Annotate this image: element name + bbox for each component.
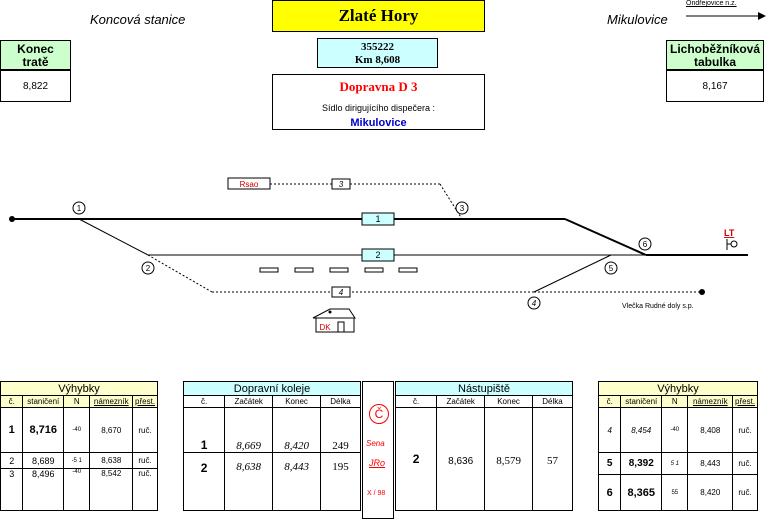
track-end-dot [9,216,15,222]
switches-right-table: Výhybky č. staničení N námezník přest. 4… [597,381,758,511]
table-row: 6 8,365 55 8,420 ruč. [597,474,758,511]
track-4-label: 4 [339,288,344,297]
track-3-label: 3 [339,180,344,189]
platform-icon [259,267,418,273]
platforms-table: Nástupiště č. Začátek Konec Délka 2 8,63… [394,381,574,511]
trapezoid-label-1: Lichoběžníková [669,42,761,56]
table-row: 2 8,638 8,443 195 [182,452,362,511]
switch-2-marker: 2 [141,261,155,275]
col-header: Konec [484,395,533,408]
track-2-label: 2 [375,250,380,260]
col-header: Konec [272,395,321,408]
col-header: přest. [132,395,158,408]
rsao-box [227,177,271,190]
track-4-entry [147,254,213,293]
station-title: Zlaté Hory [272,0,485,32]
end-track-label-1: Konec [17,42,54,56]
arrow-direction-label: Ondřejovice n.z. [686,0,737,7]
track-3-box [331,178,351,190]
table-row: 1 8,669 8,420 249 [182,407,362,453]
table-row: 3 8,496 -40 8,542 ruč. [0,468,158,511]
col-header: č. [182,395,226,408]
end-of-track-header: Konec tratě [0,40,71,70]
svg-text:6: 6 [643,240,648,249]
col-header: N [661,395,689,408]
svg-text:5: 5 [609,264,614,273]
svg-text:1: 1 [77,204,82,213]
station-building-icon [312,308,356,333]
table-row: 1 8,716 -40 8,670 ruč. [0,407,158,453]
station-info-box: Dopravna D 3 Sídlo dirigujícího dispečer… [272,74,485,130]
col-header: přest. [732,395,758,408]
track-4-diagonal [533,254,612,293]
col-header: Délka [531,395,574,408]
dk-label: DK [319,323,331,332]
table-row: 2 8,689 -5 1 8,638 ruč. [0,452,158,469]
km-code: 355222 [361,41,394,53]
km-value: Km 8,608 [354,54,401,66]
track-diagram: 1 2 3 4 Rsao DK 1 2 3 4 5 [9,177,748,333]
col-header: staničení [22,395,65,408]
table-row: 4 8,454 -40 8,408 ruč. [597,407,758,453]
col-header: č. [597,395,622,408]
trapezoid-label-2: tabulka [693,55,736,69]
col-header: Začátek [224,395,274,408]
svg-text:4: 4 [532,299,537,308]
platforms-title: Nástupiště [395,381,573,396]
track-1-box [361,212,395,226]
left-station-label: Koncová stanice [90,12,186,27]
stamp-signature: JRo [369,458,386,468]
table-row: 2 8,636 8,579 57 [394,407,574,511]
col-header: č. [394,395,438,408]
svg-text:2: 2 [146,264,151,273]
switch-4-marker: 4 [527,296,541,310]
siding-label: Vlečka Rudné doly s.p. [622,303,694,310]
end-track-label-2: tratě [22,55,49,69]
dispatcher-label: Sídlo dirigujícího dispečera : [321,103,436,113]
switch-3-marker: 3 [455,201,469,215]
table-row: 5 8,392 5 1 8,443 ruč. [597,452,758,475]
switch-1-marker: 1 [72,201,86,215]
stamp-symbol: Č [369,404,389,424]
trapezoid-sign-header: Lichoběžníková tabulka [666,40,764,70]
switches-left-title: Výhybky [0,381,158,396]
stop-type: Dopravna D 3 [339,79,418,94]
track-3-diagonal [439,183,463,220]
rsao-label: Rsao [240,180,259,189]
col-header: staničení [620,395,663,408]
col-header: č. [0,395,24,408]
svg-text:3: 3 [460,204,465,213]
track-2-box [361,248,395,262]
dispatcher-place: Mikulovice [350,117,407,129]
col-header: námezník [89,395,134,408]
stamp-date: X / 98 [367,490,386,497]
tracks-title: Dopravní koleje [183,381,361,396]
trapezoid-sign-value: 8,167 [666,70,764,102]
kilometer-box: 355222 Km 8,608 [317,38,438,68]
track-1-label: 1 [375,214,380,224]
lt-label: LT [724,228,735,238]
switches-right-title: Výhybky [598,381,758,396]
signal-icon [726,239,738,250]
track-4-box [331,286,351,298]
right-station-label: Mikulovice [607,12,668,27]
switch-6-marker: 6 [638,237,652,251]
direction-arrow-icon [686,12,766,20]
tracks-table: Dopravní koleje č. Začátek Konec Délka 1… [182,381,362,511]
stamp-line-2: Sena [366,439,385,448]
switches-left-table: Výhybky č. staničení N námezník přest. 1… [0,381,158,511]
col-header: námezník [687,395,734,408]
main-track-diagonal [564,218,647,256]
col-header: Začátek [436,395,486,408]
siding-end-dot [699,289,705,295]
col-header: Délka [319,395,362,408]
switch-5-marker: 5 [604,261,618,275]
track-2-entry [78,218,149,256]
end-of-track-value: 8,822 [0,70,71,102]
stamp-area: Č Sena JRo X / 98 [362,381,394,519]
col-header: N [63,395,91,408]
